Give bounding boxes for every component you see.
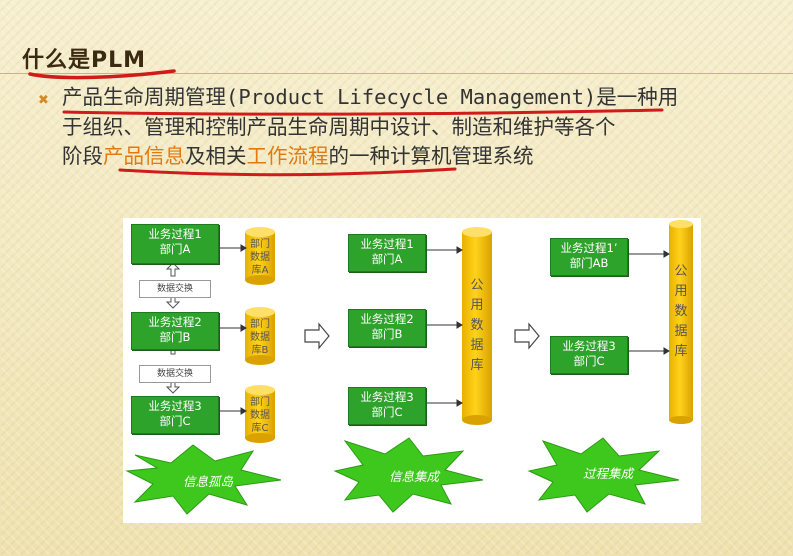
db-label-char: 库 [470,358,484,373]
db-label-char: 公 [674,264,688,279]
process-label: 业务过程3 [148,399,202,413]
process-box-1: 业务过程1 部门A [131,224,219,264]
process-dept: 部门A [371,252,403,266]
process-label: 业务过程2 [148,315,202,329]
diagram-shapes [125,220,693,515]
db-label-c: 部门 数据 库C [247,396,273,435]
definition-paragraph: 产品生命周期管理(Product Lifecycle Management)是一… [62,83,782,172]
shared-db-label-3: 公 用 数 据 库 [671,262,691,362]
process-dept: 部门B [159,330,191,344]
db-label-line: 部门 [250,319,270,330]
star-label-info-island: 信息孤岛 [182,474,233,489]
plm-diagram: 业务过程1 部门A 数据交换 业务过程2 部门B 数据交换 业务过程3 部门C … [123,218,701,523]
paragraph-text: 及相关 [185,144,247,168]
paragraph-line-2: 于组织、管理和控制产品生命周期中设计、制造和维护等各个 [62,114,616,139]
db-label-char: 用 [470,298,484,313]
paragraph-line-3: 阶段产品信息及相关工作流程的一种计算机管理系统 [62,142,782,172]
star-label-process-integration: 过程集成 [582,466,633,481]
bullet-icon: ✖ [38,93,49,108]
db-cylinder-c [245,385,275,443]
db-label-b: 部门 数据 库B [247,318,273,357]
top-divider [0,73,793,74]
db-label-char: 据 [470,338,484,353]
db-label-line: 数据 [250,332,270,343]
star-burst-3 [527,437,680,513]
process-box-col2-3: 业务过程3 部门C [348,387,426,425]
db-label-char: 用 [674,284,688,299]
process-dept: 部门B [371,327,403,341]
process-dept: 部门C [159,414,191,428]
db-label-line: 部门 [250,239,270,250]
data-exchange-box-2: 数据交换 [139,365,211,383]
process-dept: 部门C [371,405,403,419]
process-box-col3-2: 业务过程3 部门C [550,336,628,374]
process-box-col2-1: 业务过程1 部门A [348,234,426,272]
paragraph-text: 阶段 [62,144,103,168]
highlight-workflow: 工作流程 [246,144,329,168]
process-dept: 部门AB [569,256,609,270]
db-label-char: 库 [674,344,688,359]
db-label-line: 库C [251,423,269,434]
db-label-line: 部门 [250,397,270,408]
star-burst-2 [333,437,484,513]
process-label: 业务过程3 [360,390,414,404]
db-label-line: 库A [251,265,269,276]
process-box-2: 业务过程2 部门B [131,312,219,350]
star-label-info-integration: 信息集成 [388,469,439,484]
shared-db-label-2: 公 用 数 据 库 [467,276,487,376]
db-label-line: 数据 [250,410,270,421]
title-underline-mark [28,69,176,80]
process-label: 业务过程2 [360,312,414,326]
process-label: 业务过程1’ [560,241,618,255]
db-label-char: 数 [470,318,484,333]
process-dept: 部门C [573,354,605,368]
db-label-char: 公 [470,278,484,293]
db-label-char: 数 [674,304,688,319]
paragraph-text: 的一种计算机管理系统 [328,144,534,168]
db-label-line: 数据 [250,252,270,263]
db-label-a: 部门 数据 库A [247,238,273,277]
star-burst-1 [125,444,282,515]
db-cylinder-a [245,227,275,285]
process-dept: 部门A [159,242,191,256]
process-label: 业务过程1 [360,237,414,251]
process-box-col3-1: 业务过程1’ 部门AB [550,238,628,276]
process-label: 业务过程3 [562,339,616,353]
process-box-3: 业务过程3 部门C [131,396,219,434]
db-cylinder-b [245,307,275,365]
shared-db-cylinder-2 [462,227,492,425]
db-label-line: 库B [251,345,269,356]
slide-title: 什么是PLM [22,48,147,73]
data-exchange-box-1: 数据交换 [139,280,211,298]
shared-db-cylinder-3 [669,220,693,424]
paragraph-line-1: 产品生命周期管理(Product Lifecycle Management)是一… [62,85,679,109]
highlight-product-info: 产品信息 [103,144,185,168]
process-box-col2-2: 业务过程2 部门B [348,309,426,347]
db-label-char: 据 [674,324,688,339]
process-label: 业务过程1 [148,227,202,241]
